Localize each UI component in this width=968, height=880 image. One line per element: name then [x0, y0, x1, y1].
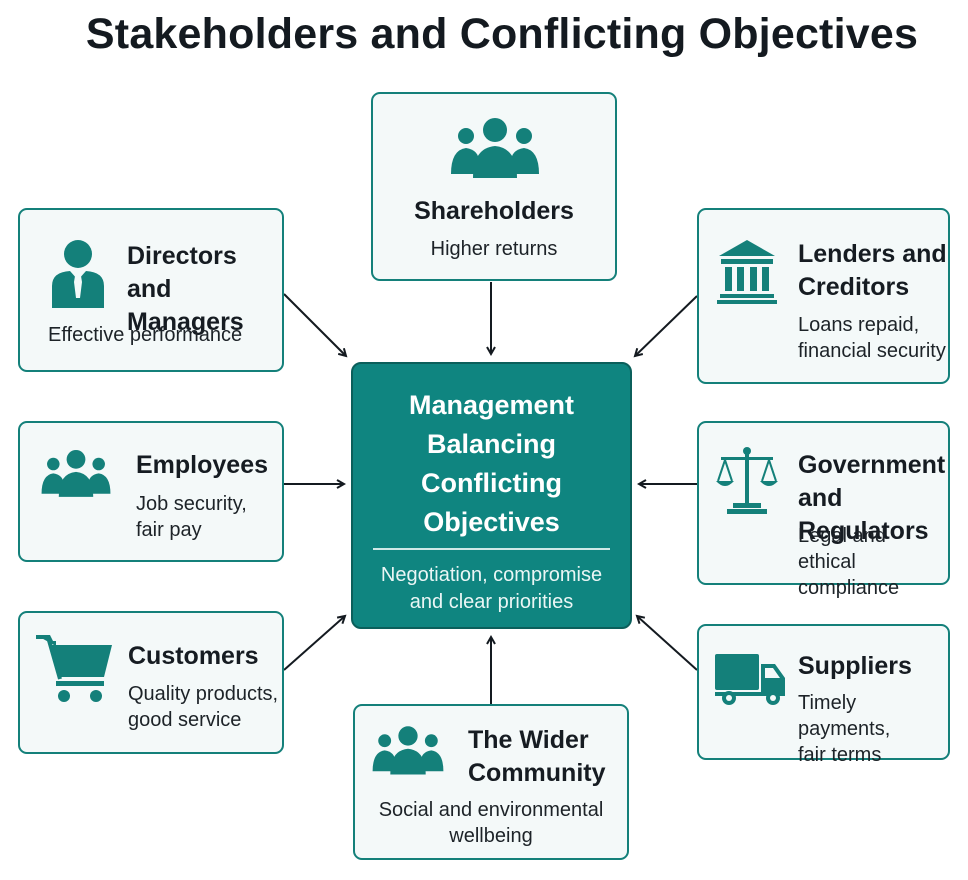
stakeholder-lenders: Lenders and Creditors Loans repaid, fina…	[697, 208, 950, 384]
stakeholder-employees: Employees Job security, fair pay	[18, 421, 284, 562]
bank-icon	[717, 240, 777, 304]
center-note: Negotiation, compromise and clear priori…	[380, 564, 603, 613]
stakeholder-name: Customers	[128, 642, 259, 670]
stakeholder-name: Government and Regulators	[798, 451, 946, 545]
stakeholder-name: Suppliers	[798, 652, 912, 680]
stakeholder-objective: Legal and ethical compliance	[798, 525, 900, 599]
stakeholder-objective: Timely payments, fair terms	[798, 692, 891, 766]
stakeholder-suppliers: Suppliers Timely payments, fair terms	[697, 624, 950, 766]
shopping-cart-icon	[36, 635, 112, 702]
manager-icon	[52, 240, 104, 308]
stakeholder-name: The Wider Community	[468, 726, 606, 787]
group-icon	[41, 449, 111, 497]
stakeholder-objective: Loans repaid, financial security	[798, 314, 946, 362]
truck-icon	[715, 654, 785, 705]
stakeholder-objective: Job security, fair pay	[136, 493, 247, 541]
arrow-suppliers	[637, 616, 698, 671]
stakeholder-directors: Directors and Managers Effective perform…	[18, 208, 284, 372]
stakeholder-customers: Customers Quality products, good service	[18, 611, 284, 754]
group-icon	[451, 118, 539, 178]
arrow-directors	[283, 293, 346, 356]
diagram-title: Stakeholders and Conflicting Objectives	[85, 10, 919, 58]
stakeholder-objective: Higher returns	[430, 238, 558, 260]
group-icon	[372, 726, 444, 775]
stakeholder-name: Shareholders	[414, 197, 574, 225]
center-title: Management Balancing Conflicting Objecti…	[408, 390, 575, 537]
scales-icon	[716, 447, 778, 514]
stakeholder-objective: Quality products, good service	[128, 683, 279, 731]
center-divider	[373, 548, 610, 550]
stakeholder-objective: Social and environmental wellbeing	[378, 799, 604, 847]
stakeholder-objective: Effective performance	[48, 324, 243, 346]
management-center-box: Management Balancing Conflicting Objecti…	[351, 362, 632, 629]
stakeholder-community: The Wider Community Social and environme…	[353, 704, 629, 860]
stakeholder-name: Employees	[136, 451, 269, 479]
stakeholder-name: Directors and Managers	[127, 242, 244, 336]
arrow-customers	[283, 616, 345, 671]
stakeholder-government: Government and Regulators Legal and ethi…	[697, 421, 950, 599]
stakeholder-name: Lenders and Creditors	[798, 240, 947, 301]
stakeholder-shareholders: Shareholders Higher returns	[371, 92, 617, 281]
arrow-lenders	[635, 295, 698, 356]
